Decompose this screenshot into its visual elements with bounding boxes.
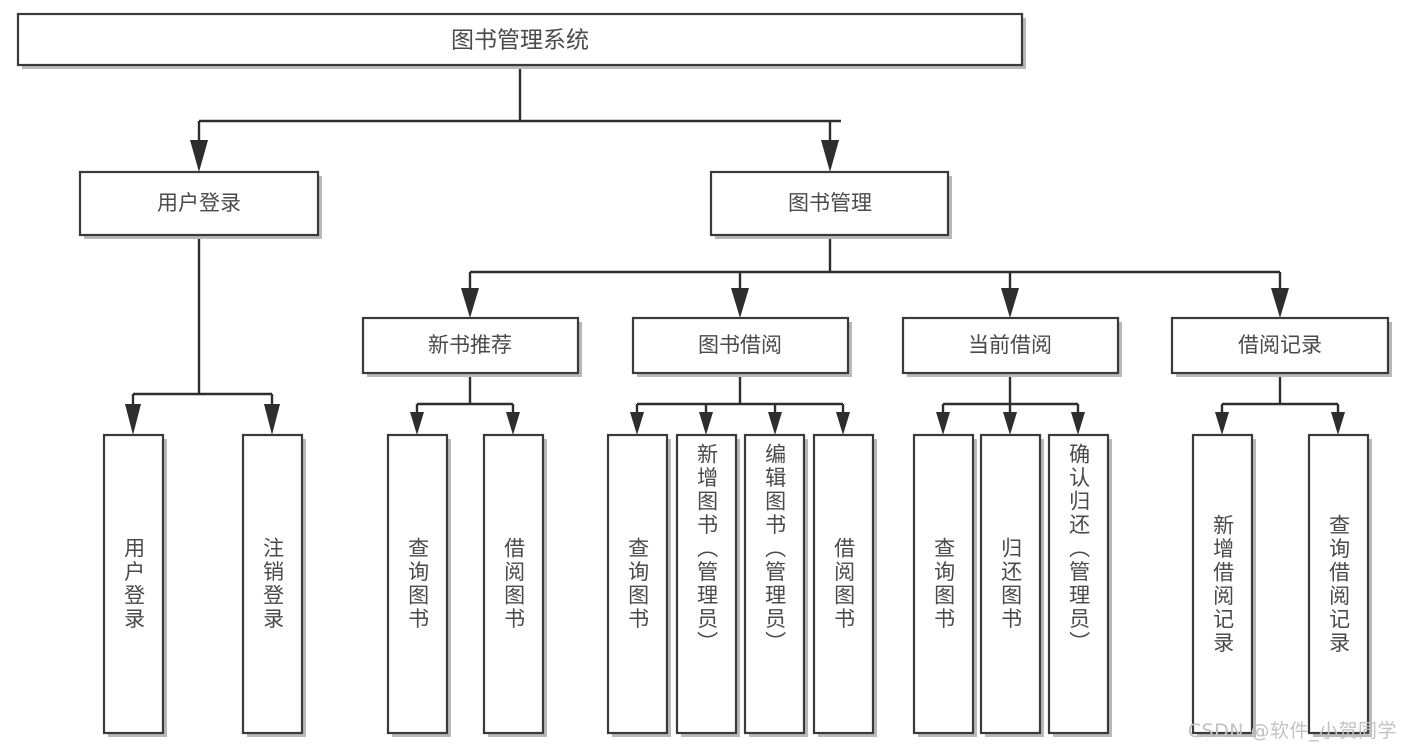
leaf-label-wrap-logout: 注销登录 — [243, 435, 302, 733]
leaf-label-record-query: 查询借阅记录 — [1326, 513, 1351, 655]
arrow-to-new-book-recommend — [461, 288, 479, 318]
node-book-management[interactable] — [709, 170, 950, 237]
leaf-label-wrap-current-confirm: 确认归还（管理员） — [1049, 443, 1108, 733]
leaf-label-record-add: 新增借阅记录 — [1210, 513, 1235, 655]
leaf-label-newbook-query-book: 查询图书 — [405, 537, 430, 631]
node-leaf-newbook-borrow-book[interactable] — [482, 433, 545, 735]
arrow-to-leaf-current-confirm — [1071, 412, 1085, 435]
arrow-to-leaf-newbook-borrow — [506, 412, 520, 435]
leaf-label-wrap-borrow-query: 查询图书 — [608, 435, 667, 733]
node-leaf-record-query[interactable] — [1307, 433, 1370, 735]
node-leaf-borrow-lend-book[interactable] — [812, 433, 875, 735]
label-root: 图书管理系统 — [451, 28, 589, 54]
leaf-label-current-confirm-return: 确认归还（管理员） — [1066, 443, 1091, 655]
arrow-to-leaf-current-return — [1003, 412, 1017, 435]
arrow-to-leaf-borrow-edit — [768, 412, 782, 435]
leaf-label-wrap-borrow-edit: 编辑图书（管理员） — [745, 443, 804, 733]
leaf-label-wrap-current-query: 查询图书 — [914, 435, 973, 733]
arrow-to-book-mgmt — [821, 140, 839, 172]
leaf-label-wrap-record-query: 查询借阅记录 — [1309, 435, 1368, 733]
arrow-to-leaf-newbook-query — [410, 412, 424, 435]
node-current-borrow[interactable] — [901, 316, 1120, 375]
horizontal-label-layer: 图书管理系统 用户登录 图书管理 新书推荐 图书借阅 当前借阅 借阅记录 — [157, 28, 1322, 358]
leaf-label-wrap-current-return: 归还图书 — [981, 435, 1040, 733]
arrow-to-leaf-record-add — [1215, 412, 1229, 435]
csdn-watermark: CSDN @软件_小贺同学 — [1187, 720, 1397, 742]
node-book-borrow[interactable] — [631, 316, 850, 375]
node-leaf-record-add[interactable] — [1191, 433, 1254, 735]
leaf-label-logout: 注销登录 — [260, 537, 285, 631]
node-new-book-recommend[interactable] — [361, 316, 580, 375]
label-borrow-record: 借阅记录 — [1238, 333, 1322, 357]
label-new-book-recommend: 新书推荐 — [428, 333, 512, 357]
leaf-label-current-query-book: 查询图书 — [931, 537, 956, 631]
leaf-label-wrap-record-add: 新增借阅记录 — [1193, 435, 1252, 733]
node-leaf-current-confirm-return[interactable] — [1047, 433, 1110, 735]
label-book-management: 图书管理 — [788, 191, 872, 215]
arrow-to-user-login — [190, 140, 208, 172]
leaf-label-borrow-query-book: 查询图书 — [625, 537, 650, 631]
label-current-borrow: 当前借阅 — [968, 333, 1052, 357]
node-leaf-current-query-book[interactable] — [912, 433, 975, 735]
arrow-to-leaf-borrow-add — [699, 412, 713, 435]
node-leaf-current-return-book[interactable] — [979, 433, 1042, 735]
leaf-label-borrow-lend-book: 借阅图书 — [831, 537, 856, 631]
arrow-to-leaf-borrow-query — [630, 412, 644, 435]
leaf-label-wrap-borrow-add: 新增图书（管理员） — [677, 443, 736, 733]
arrow-to-leaf-borrow-lend — [836, 412, 850, 435]
arrow-to-borrow-record — [1271, 288, 1289, 318]
leaf-label-wrap-user-login: 用户登录 — [104, 435, 163, 733]
node-leaf-newbook-query-book[interactable] — [386, 433, 449, 735]
leaf-label-wrap-borrow-lend: 借阅图书 — [814, 435, 873, 733]
leaf-label-user-login: 用户登录 — [121, 537, 146, 631]
label-user-login: 用户登录 — [157, 191, 241, 215]
node-root[interactable] — [16, 12, 1024, 67]
label-book-borrow: 图书借阅 — [698, 333, 782, 357]
box-layer — [16, 12, 1390, 735]
arrow-to-leaf-current-query — [936, 412, 950, 435]
node-leaf-logout[interactable] — [241, 433, 304, 735]
leaf-label-borrow-add-book: 新增图书（管理员） — [694, 443, 719, 655]
arrow-to-current-borrow — [1001, 288, 1019, 318]
arrow-to-leaf-user-login — [125, 404, 141, 435]
node-leaf-user-login[interactable] — [102, 433, 165, 735]
node-leaf-borrow-add-book[interactable] — [675, 433, 738, 735]
connector-layer — [125, 65, 1345, 435]
node-leaf-borrow-edit-book[interactable] — [743, 433, 806, 735]
node-borrow-record[interactable] — [1170, 316, 1390, 375]
leaf-label-borrow-edit-book: 编辑图书（管理员） — [762, 443, 787, 655]
leaf-label-wrap-newbook-query: 查询图书 — [388, 435, 447, 733]
arrow-to-book-borrow — [731, 288, 749, 318]
node-leaf-borrow-query-book[interactable] — [606, 433, 669, 735]
node-user-login[interactable] — [78, 170, 320, 237]
leaf-label-current-return-book: 归还图书 — [998, 537, 1023, 631]
leaf-label-newbook-borrow-book: 借阅图书 — [501, 537, 526, 631]
leaf-label-wrap-newbook-borrow: 借阅图书 — [484, 435, 543, 733]
arrow-to-leaf-logout — [264, 404, 280, 435]
arrow-to-leaf-record-query — [1331, 412, 1345, 435]
